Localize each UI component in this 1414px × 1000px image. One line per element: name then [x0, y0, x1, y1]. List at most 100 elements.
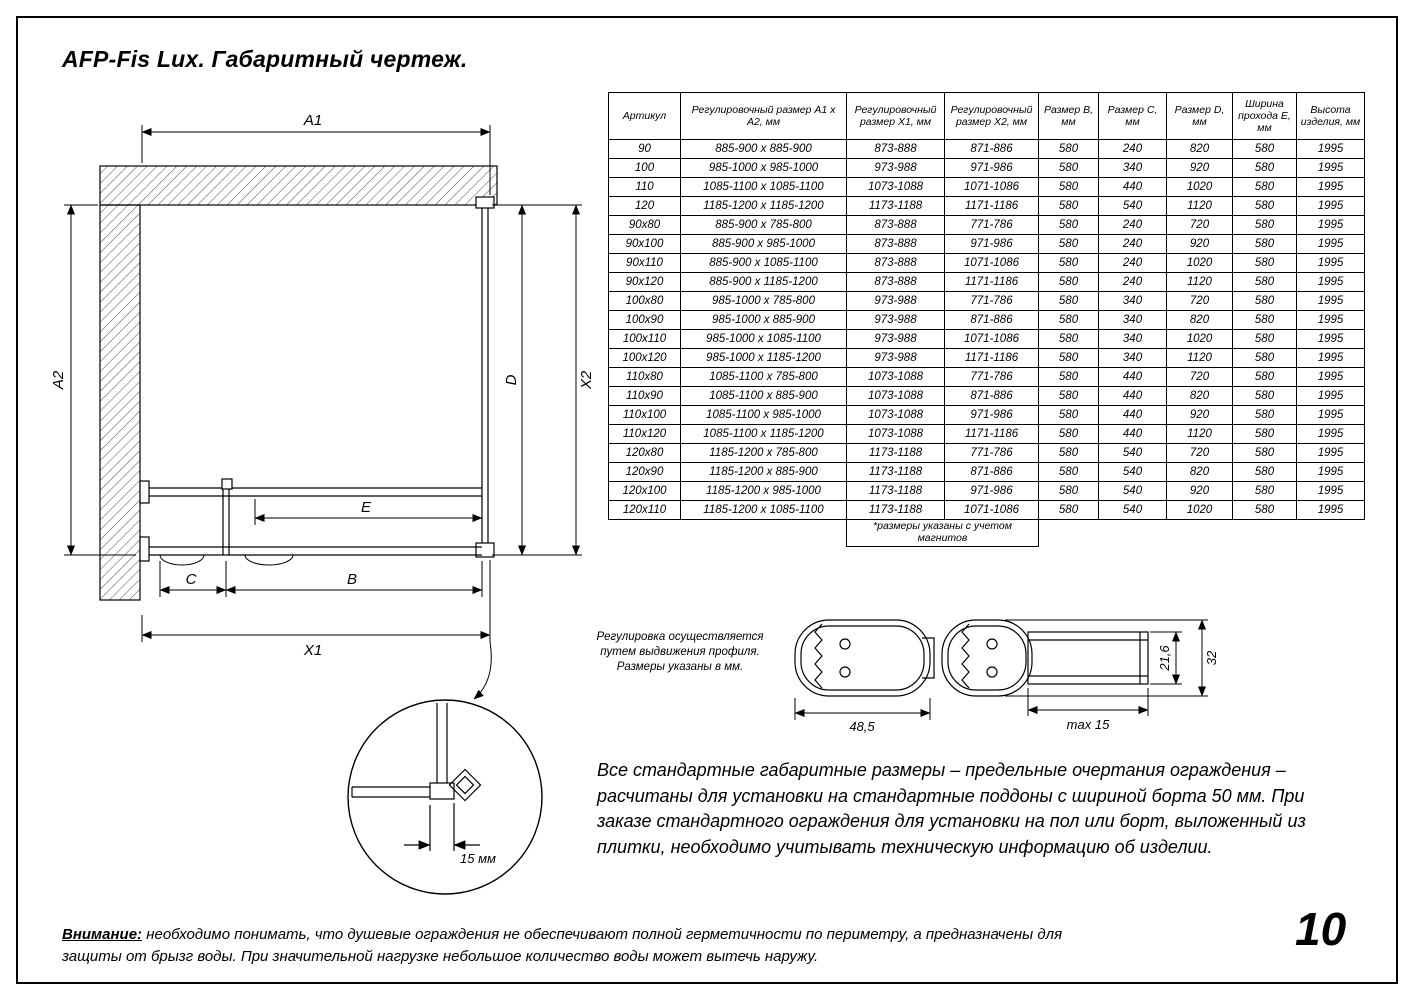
table-cell: 580	[1232, 329, 1297, 349]
table-cell: 1085-1100 x 1185-1200	[680, 424, 847, 444]
profile-inner-height-label: 21,6	[1157, 645, 1172, 672]
column-header: Регулировочный размер A1 x A2, мм	[680, 92, 847, 140]
footnote-spacer	[1039, 520, 1365, 547]
table-cell: 720	[1166, 443, 1233, 463]
footnote-spacer	[609, 520, 847, 547]
table-cell: 1995	[1296, 291, 1365, 311]
table-cell: 580	[1232, 310, 1297, 330]
table-cell: 580	[1038, 253, 1099, 273]
table-cell: 1173-1188	[846, 196, 945, 216]
profile-dimension-labels: 48,5 max 15 21,6 32	[849, 645, 1219, 734]
table-cell: 920	[1166, 158, 1233, 178]
table-cell: 1995	[1296, 253, 1365, 273]
table-cell: 771-786	[944, 443, 1039, 463]
table-cell: 985-1000 x 1085-1100	[680, 329, 847, 349]
profile-dimensions	[794, 619, 1208, 720]
table-cell: 100x110	[608, 329, 681, 349]
table-cell: 240	[1098, 234, 1167, 254]
table-cell: 1171-1186	[944, 196, 1039, 216]
table-cell: 1020	[1166, 253, 1233, 273]
table-cell: 120x100	[608, 481, 681, 501]
table-cell: 1071-1086	[944, 329, 1039, 349]
table-cell: 1073-1088	[846, 424, 945, 444]
profile-section-left	[794, 619, 935, 697]
table-cell: 580	[1038, 348, 1099, 368]
table-cell: 1085-1100 x 785-800	[680, 367, 847, 387]
table-cell: 820	[1166, 462, 1233, 482]
table-cell: 110x90	[608, 386, 681, 406]
table-cell: 540	[1098, 443, 1167, 463]
table-cell: 580	[1038, 158, 1099, 178]
table-cell: 1020	[1166, 329, 1233, 349]
table-cell: 1020	[1166, 500, 1233, 520]
enclosure-plan	[139, 196, 495, 566]
table-cell: 580	[1232, 386, 1297, 406]
table-cell: 440	[1098, 177, 1167, 197]
table-cell: 100x90	[608, 310, 681, 330]
table-cell: 240	[1098, 253, 1167, 273]
column-header: Высота изделия, мм	[1296, 92, 1365, 140]
table-cell: 1995	[1296, 405, 1365, 425]
table-cell: 1073-1088	[846, 405, 945, 425]
dim-label-c: C	[186, 571, 197, 588]
table-cell: 1120	[1166, 196, 1233, 216]
dim-label-a2: A2	[50, 370, 67, 390]
table-cell: 1173-1188	[846, 481, 945, 501]
column-header: Регулировочный размер X1, мм	[846, 92, 945, 140]
table-cell: 1071-1086	[944, 500, 1039, 520]
table-cell: 1085-1100 x 885-900	[680, 386, 847, 406]
table-cell: 985-1000 x 1185-1200	[680, 348, 847, 368]
table-cell: 1995	[1296, 196, 1365, 216]
table-cell: 720	[1166, 291, 1233, 311]
table-cell: 1073-1088	[846, 177, 945, 197]
table-cell: 580	[1232, 177, 1297, 197]
table-cell: 1995	[1296, 481, 1365, 501]
table-cell: 1995	[1296, 462, 1365, 482]
table-cell: 971-986	[944, 234, 1039, 254]
table-cell: 1185-1200 x 885-900	[680, 462, 847, 482]
table-cell: 1120	[1166, 348, 1233, 368]
table-cell: 885-900 x 885-900	[680, 139, 847, 159]
table-cell: 440	[1098, 386, 1167, 406]
table-cell: 1020	[1166, 177, 1233, 197]
table-cell: 1995	[1296, 177, 1365, 197]
dim-label-e: E	[361, 499, 372, 516]
table-cell: 580	[1038, 405, 1099, 425]
table-cell: 580	[1232, 272, 1297, 292]
table-cell: 120	[608, 196, 681, 216]
table-cell: 120x80	[608, 443, 681, 463]
table-cell: 971-986	[944, 158, 1039, 178]
table-cell: 110x100	[608, 405, 681, 425]
adjustment-note: Регулировка осуществляется путем выдвиже…	[596, 631, 764, 673]
table-cell: 1995	[1296, 348, 1365, 368]
table-cell: 440	[1098, 424, 1167, 444]
table-cell: 580	[1232, 462, 1297, 482]
installation-paragraph: Все стандартные габаритные размеры – пре…	[597, 760, 1306, 857]
table-cell: 1071-1086	[944, 177, 1039, 197]
table-cell: 920	[1166, 481, 1233, 501]
detail-circle	[347, 699, 543, 895]
table-cell: 580	[1038, 234, 1099, 254]
table-cell: 580	[1038, 177, 1099, 197]
table-cell: 820	[1166, 386, 1233, 406]
table-cell: 100x80	[608, 291, 681, 311]
table-cell: 580	[1232, 500, 1297, 520]
column-header: Ширина прохода E, мм	[1232, 92, 1297, 140]
table-cell: 973-988	[846, 158, 945, 178]
page-title: AFP-Fis Lux. Габаритный чертеж.	[62, 46, 468, 72]
table-cell: 240	[1098, 272, 1167, 292]
table-cell: 580	[1232, 253, 1297, 273]
